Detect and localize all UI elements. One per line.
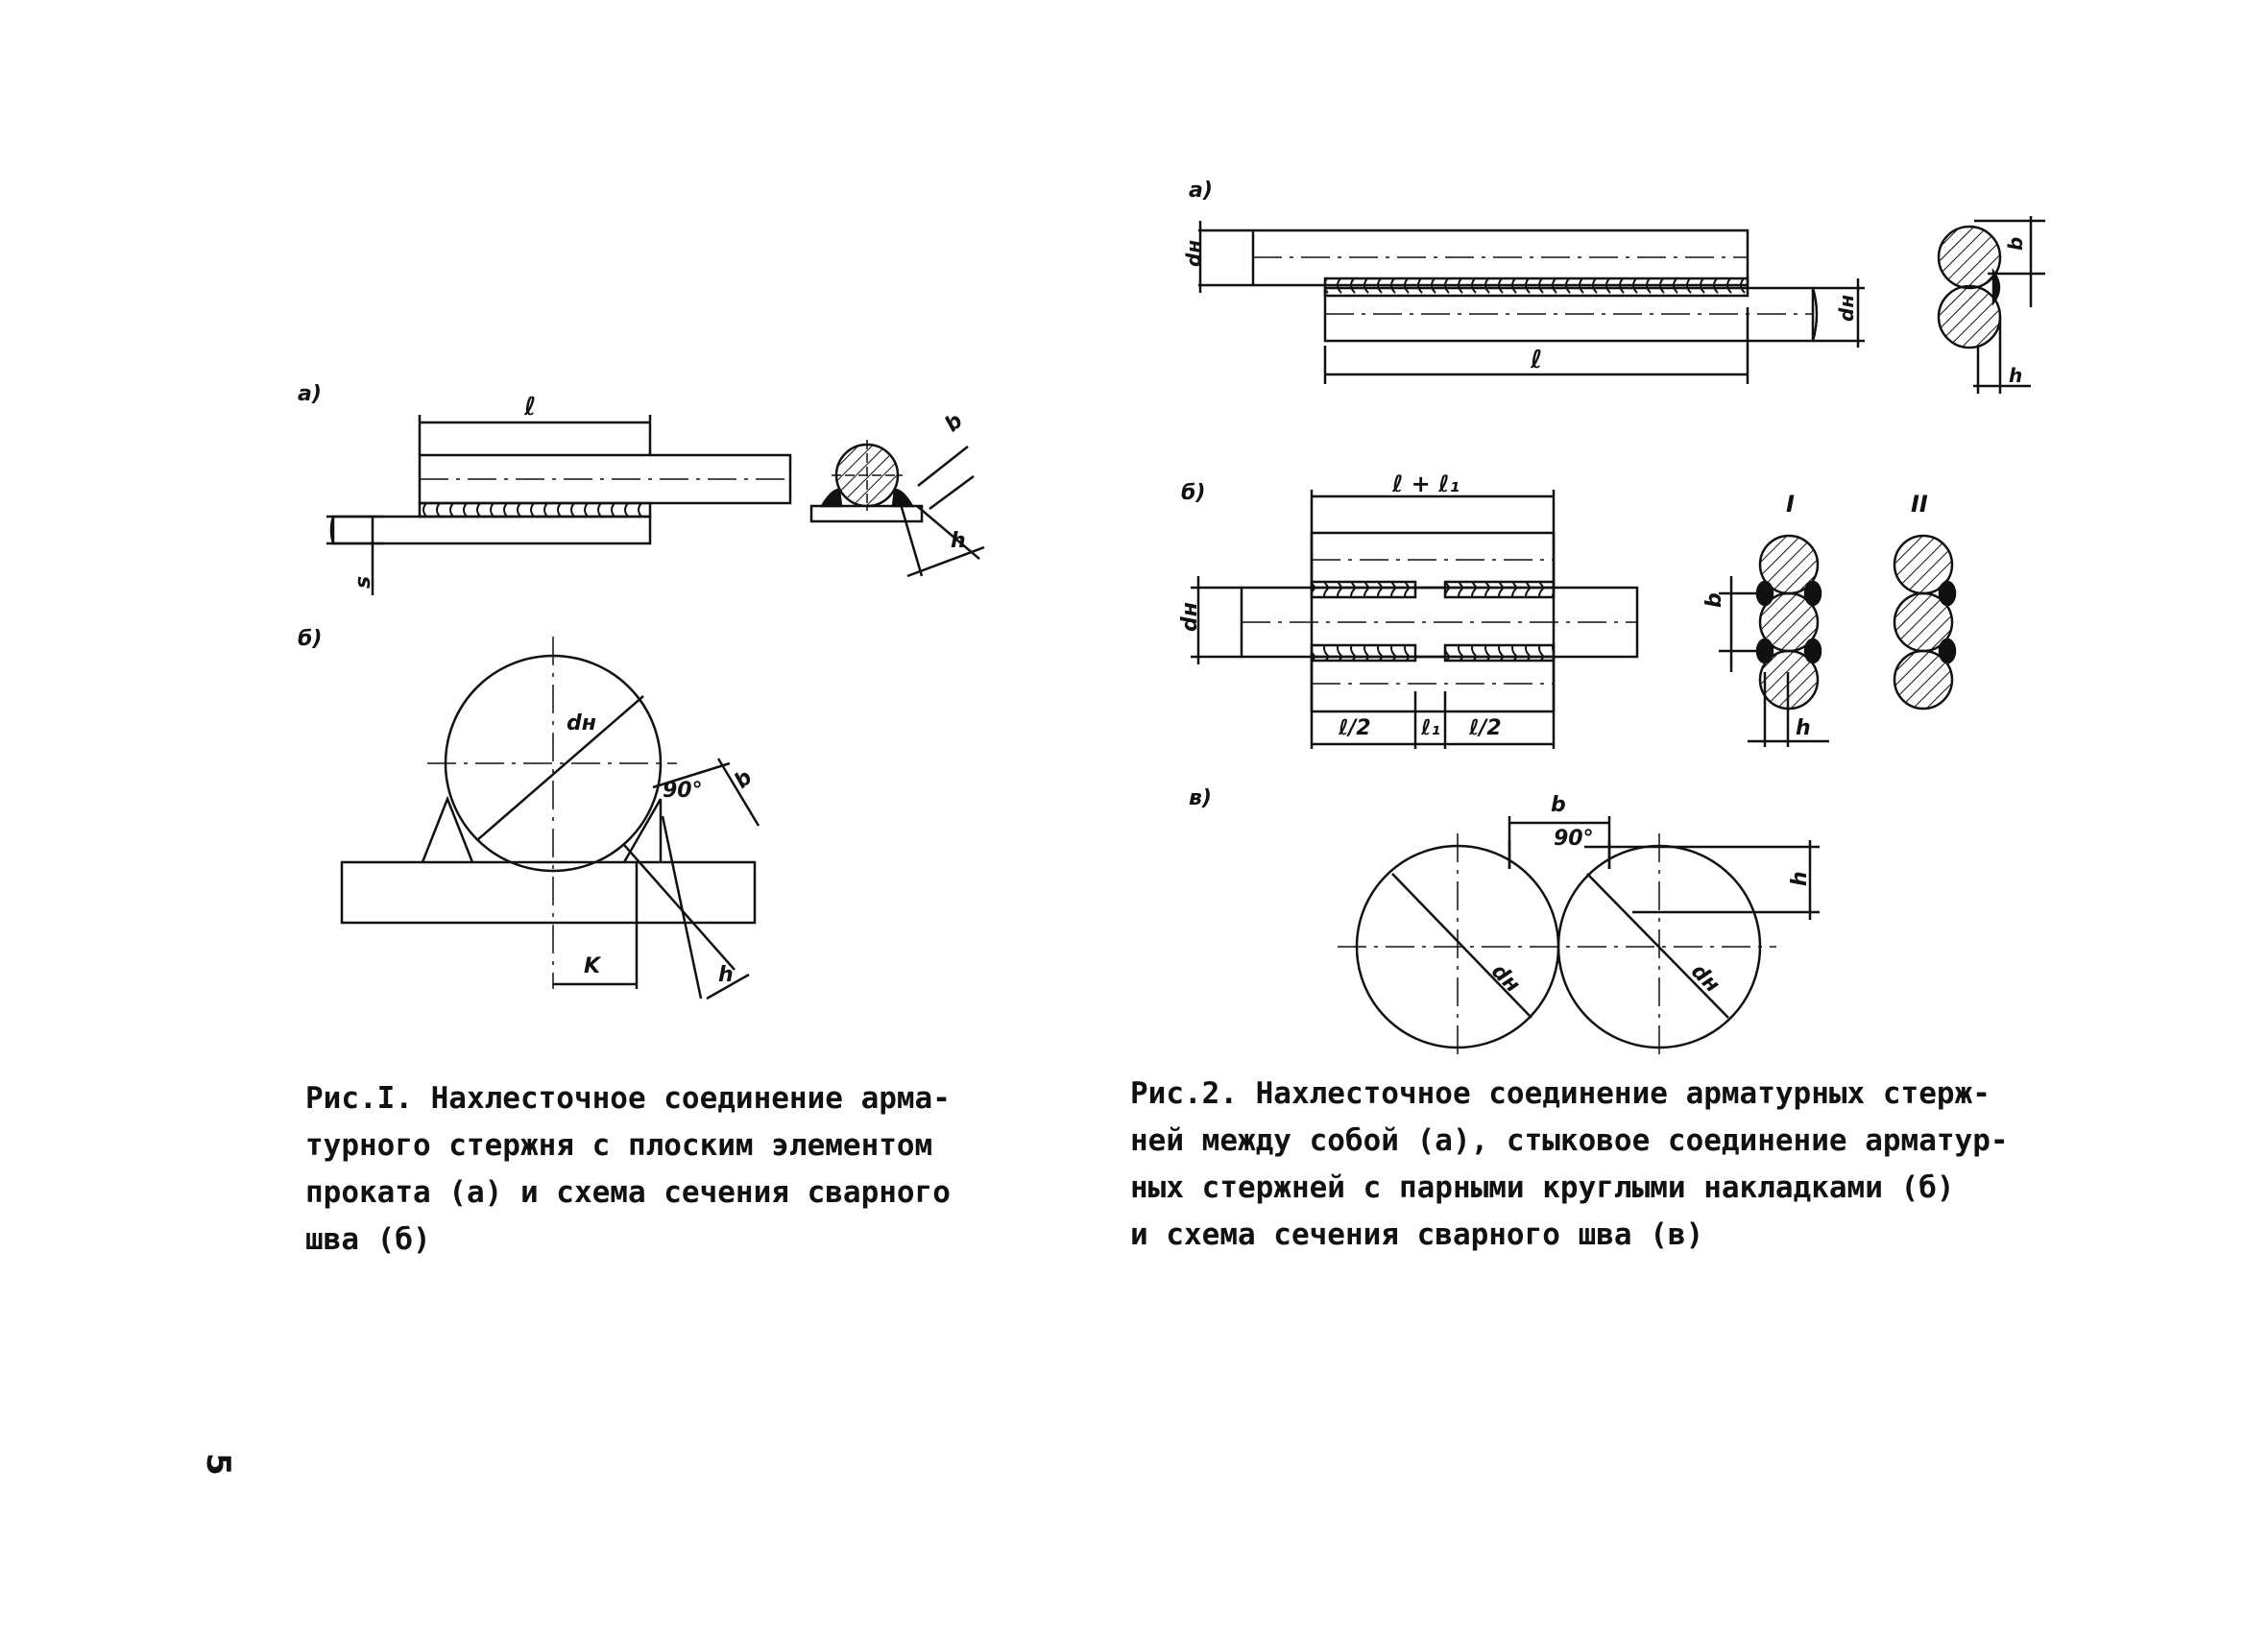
fig1b-label: б): [298, 627, 322, 651]
fig1a-drawing: [326, 415, 985, 595]
figure-2-caption: Рис.2. Нахлесточное соединение арматурны…: [1130, 1071, 2009, 1259]
fig1-angle-90: 90°: [663, 779, 703, 803]
fig2b-dim-l-half-1: ℓ/2: [1338, 716, 1371, 740]
fig2c-dim-b: b: [1551, 793, 1566, 817]
fig1-dim-b2: b: [730, 765, 757, 793]
fig1-dim-b: b: [941, 409, 968, 437]
fig1b-drawing: [340, 637, 760, 1000]
fig2c-label: в): [1189, 786, 1212, 810]
fig2b-dim-l1: ℓ₁: [1420, 716, 1440, 740]
caption-line: ней между собой (а), стыковое соединение…: [1130, 1123, 2009, 1158]
fig2b-dim-dn: dн: [1178, 602, 1202, 632]
caption-line: ных стержней с парными круглыми накладка…: [1130, 1170, 1955, 1205]
fig2c-dim-dn-right: dн: [1686, 959, 1725, 998]
fig2a-drawing: [1198, 216, 2045, 394]
caption-line: проката (а) и схема сечения сварного: [305, 1175, 951, 1210]
fig2b-dim-l-plus-l1: ℓ + ℓ₁: [1391, 470, 1460, 497]
caption-line: Рис.I. Нахлесточное соединение арма-: [305, 1081, 951, 1116]
fig2c-dim-dn-left: dн: [1486, 959, 1525, 998]
fig2c-angle-90: 90°: [1554, 827, 1594, 851]
fig2a-label: а): [1189, 179, 1213, 203]
fig2b-roman-1: I: [1786, 491, 1795, 518]
caption-line: Рис.2. Нахлесточное соединение арматурны…: [1130, 1076, 1991, 1111]
fig2b-dim-h: h: [1796, 716, 1811, 740]
fig1-dim-l: ℓ: [523, 393, 536, 422]
figure-1-caption: Рис.I. Нахлесточное соединение арма- тур…: [305, 1075, 951, 1264]
caption-line: шва (б): [305, 1222, 431, 1257]
fig1-dim-h: h: [951, 529, 966, 553]
fig1-dim-dn: dн: [567, 711, 596, 735]
fig1-dim-h2: h: [718, 963, 734, 987]
page-number: 5: [198, 1453, 237, 1476]
fig2a-dim-b: b: [2004, 237, 2027, 251]
fig2b-label: б): [1181, 481, 1205, 505]
fig2a-dim-dn-right: dн: [1835, 295, 1858, 322]
caption-line: турного стержня с плоским элементом: [305, 1128, 933, 1163]
fig2c-drawing: [1338, 816, 1820, 1056]
fig2b-dim-b: b: [1702, 592, 1726, 608]
fig2c-dim-h: h: [1788, 871, 1812, 886]
fig1a-label: а): [298, 382, 322, 406]
fig2a-dim-l: ℓ: [1530, 346, 1542, 374]
fig2b-dim-l-half-2: ℓ/2: [1468, 716, 1502, 740]
fig2a-dim-dn-left: dн: [1182, 240, 1205, 267]
fig2b-roman-2: II: [1911, 491, 1928, 518]
fig1-dim-K: K: [584, 954, 602, 978]
caption-line: и схема сечения сварного шва (в): [1130, 1217, 1704, 1252]
fig1-dim-s: s: [351, 576, 375, 589]
fig2a-dim-h: h: [2009, 364, 2022, 387]
fig2b-drawing: [1191, 490, 1957, 749]
